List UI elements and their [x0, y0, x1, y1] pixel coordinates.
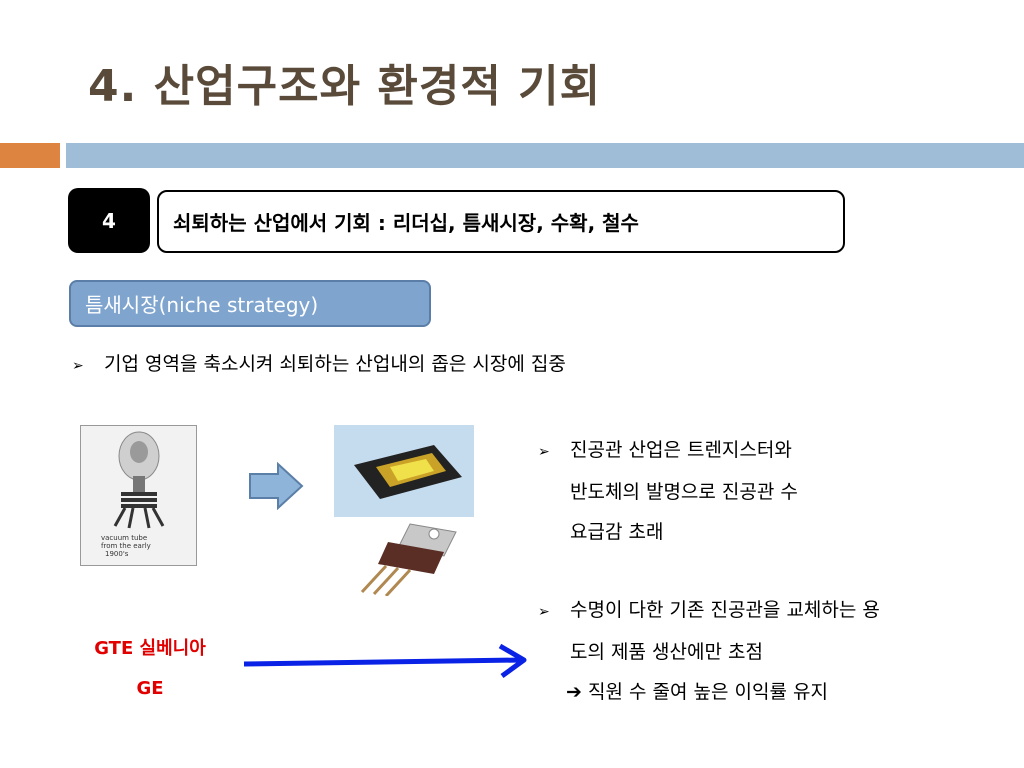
page-title: 4. 산업구조와 환경적 기회	[88, 61, 602, 112]
right-arrow-icon: ➔	[566, 681, 588, 703]
right-bullet-1-line-1: 진공관 산업은 트렌지스터와	[570, 439, 792, 461]
niche-strategy-label: 틈새시장(niche strategy)	[69, 280, 431, 327]
accent-bar-blue	[66, 143, 1024, 168]
right-bullet-1-line-2: 반도체의 발명으로 진공관 수	[570, 481, 798, 503]
semiconductor-chip-image	[334, 425, 474, 517]
section-heading: 쇠퇴하는 산업에서 기회 : 리더십, 틈새시장, 수확, 철수	[157, 190, 845, 253]
tube-caption-1: vacuum tube	[101, 534, 147, 542]
bullet-arrow-icon: ➢	[72, 358, 84, 374]
bullet-arrow-icon: ➢	[538, 444, 550, 460]
main-bullet: ➢ 기업 영역을 축소시켜 쇠퇴하는 산업내의 좁은 시장에 집중	[72, 345, 566, 385]
section-number-badge: 4	[68, 188, 150, 253]
company-ge: GE	[136, 678, 164, 699]
right-block-arrow-icon	[249, 462, 304, 510]
right-bullet-2-line-2: 도의 제품 생산에만 초점	[570, 641, 763, 663]
tube-caption-2: from the early	[101, 542, 151, 550]
tube-caption-3: 1900's	[105, 550, 129, 558]
right-bullet-2-sub: ➔ 직원 수 줄여 높은 이익률 유지	[538, 672, 998, 712]
company-gte-sylvania: GTE 실베니아	[94, 638, 206, 659]
accent-bar-orange	[0, 143, 60, 168]
right-bullet-replacement: ➢ 수명이 다한 기존 진공관을 교체하는 용 도의 제품 생산에만 초점 ➔ 직…	[538, 590, 998, 712]
right-bullet-2-sub-text: 직원 수 줄여 높은 이익률 유지	[587, 681, 828, 703]
right-bullet-2-line-1: 수명이 다한 기존 진공관을 교체하는 용	[570, 599, 880, 621]
vacuum-tube-image: vacuum tube from the early 1900's	[80, 425, 197, 566]
main-bullet-text: 기업 영역을 축소시켜 쇠퇴하는 산업내의 좁은 시장에 집중	[104, 353, 566, 375]
long-blue-arrow-icon	[243, 643, 527, 679]
transistor-image	[360, 523, 457, 596]
bullet-arrow-icon: ➢	[538, 604, 550, 620]
right-bullet-vacuum-tube: ➢ 진공관 산업은 트렌지스터와 반도체의 발명으로 진공관 수 요급감 초래	[538, 430, 998, 552]
right-bullet-1-line-3: 요급감 초래	[570, 521, 664, 543]
